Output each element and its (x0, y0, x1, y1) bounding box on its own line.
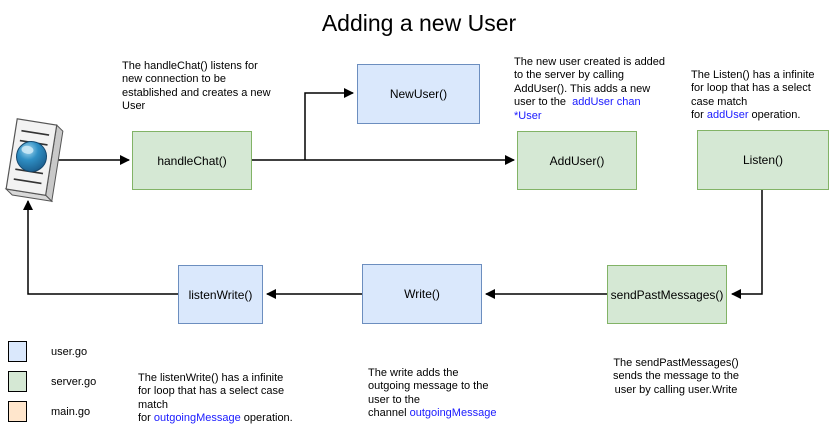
annotation-text: The write adds the (368, 367, 459, 379)
annotation-line: established and creates a new (122, 87, 300, 100)
node-adduser: AddUser() (517, 131, 637, 190)
annotation-text: case match (691, 95, 748, 108)
annotation-line: The sendPastMessages() (590, 357, 762, 370)
annotation-text: to the server by calling (514, 69, 625, 82)
annotation-text: operation. (240, 412, 293, 425)
node-write: Write() (362, 264, 482, 324)
client-app-icon (4, 118, 64, 203)
annotation-text: The new user created is added (514, 56, 666, 68)
annotation-text: for loop that has a select case (138, 385, 285, 398)
code-reference: addUser chan (572, 96, 641, 109)
node-label: Write() (404, 287, 440, 301)
main-go-swatch (8, 401, 27, 422)
annotation-text: The listenWrite() has a infinite (138, 372, 284, 384)
annotation-line: for loop that has a select (691, 82, 838, 95)
node-label: Listen() (742, 153, 783, 167)
annotation-line: The Listen() has a infinite (691, 69, 838, 82)
annotation-line: *User (514, 110, 692, 123)
annotation-line: to the server by calling (514, 69, 692, 82)
annotation-text: The sendPastMessages() (613, 357, 739, 369)
annotation-line: outgoing message to the (368, 380, 533, 393)
annotation-text: established and creates a new (122, 86, 271, 99)
annotation-text: for (138, 412, 154, 425)
node-label: AddUser() (549, 153, 605, 168)
node-newuser: NewUser() (357, 64, 480, 124)
legend-item-main-go: main.go (8, 401, 96, 422)
annotation-text: channel (368, 407, 410, 420)
diagram-title: Adding a new User (321, 10, 517, 36)
annotation-line: user to the addUser chan (514, 96, 692, 109)
code-reference: outgoingMessage (153, 412, 241, 425)
annotation-line: The new user created is added (514, 56, 692, 69)
annotation-text: user by calling user.Write (614, 383, 738, 396)
annotation-line: The handleChat() listens for (122, 60, 300, 73)
annotation-line: user by calling user.Write (590, 384, 762, 397)
node-handlechat: handleChat() (132, 131, 252, 190)
server-go-swatch (8, 371, 27, 392)
annotation-line: for outgoingMessage operation. (138, 412, 323, 425)
annotation-line: for addUser operation. (691, 109, 838, 122)
annotation-line: case match (691, 96, 838, 109)
node-sendpastmessages: sendPastMessages() (607, 265, 727, 324)
annotation-text: for (691, 109, 707, 122)
annotation-line: The write adds the (368, 367, 533, 380)
annotation-text: sends the message to the (613, 370, 739, 383)
annotation-text: The Listen() has a infinite (691, 69, 815, 81)
annotation-text: outgoing message to the (368, 380, 489, 393)
annotation-text: AddUser(). This adds a new (514, 82, 651, 95)
annotation-line: AddUser(). This adds a new (514, 83, 692, 96)
annotation-line: match (138, 399, 323, 412)
annotation-line: new connection to be (122, 73, 300, 86)
legend-item-server-go: server.go (8, 371, 96, 392)
annotation-text: new connection to be (122, 73, 226, 86)
annotation-line: channel outgoingMessage (368, 407, 533, 420)
annotation-text: User (122, 100, 146, 113)
node-label: listenWrite() (188, 287, 253, 302)
annotation-text: The handleChat() listens for (122, 60, 258, 72)
annotation-line: sends the message to the (590, 370, 762, 383)
node-label: sendPastMessages() (610, 287, 724, 302)
annotation-line: for loop that has a select case (138, 385, 323, 398)
code-reference: *User (514, 109, 542, 122)
code-reference: addUser (706, 109, 749, 122)
annotation-text: user to the (514, 96, 573, 109)
annotation-text: match (138, 398, 168, 411)
node-label: NewUser() (389, 87, 448, 101)
annotation-text: user to the (368, 393, 420, 406)
user-go-swatch (8, 341, 27, 362)
node-label: handleChat() (157, 153, 227, 168)
node-listen: Listen() (697, 130, 829, 190)
legend: user.go server.go main.go (8, 341, 96, 431)
legend-label: main.go (51, 405, 91, 418)
node-listenwrite: listenWrite() (178, 265, 263, 324)
annotation-line: user to the (368, 394, 533, 407)
annotation-sendpastmessages: The sendPastMessages()sends the message … (590, 357, 762, 397)
legend-item-user-go: user.go (8, 341, 96, 362)
legend-label: user.go (51, 345, 88, 358)
annotation-text: for loop that has a select (691, 82, 811, 95)
legend-label: server.go (51, 375, 97, 388)
annotation-line: User (122, 100, 300, 113)
annotation-text: operation. (748, 109, 801, 122)
code-reference: outgoingMessage (409, 407, 497, 420)
annotation-line: The listenWrite() has a infinite (138, 372, 323, 385)
